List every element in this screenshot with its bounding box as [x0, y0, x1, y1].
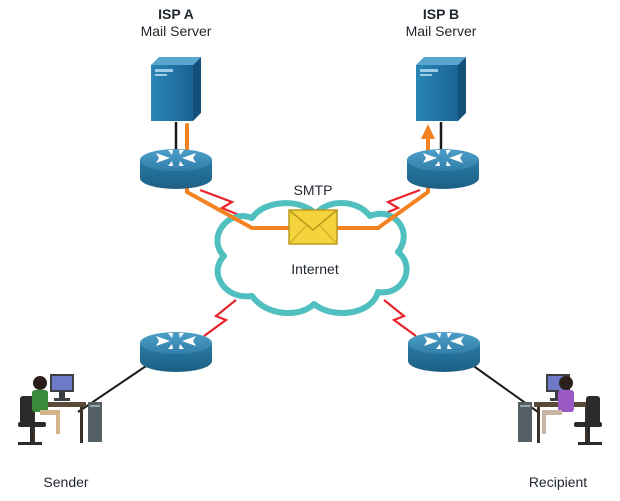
- sender-label: Sender: [43, 474, 89, 490]
- envelope-icon: [288, 209, 338, 245]
- isp-b-mail-server: [416, 57, 466, 121]
- recipient-workstation-icon: [518, 374, 602, 445]
- router-recipient: [408, 332, 480, 372]
- serial-link-bottom-left: [203, 299, 237, 337]
- mail-path-arrowhead: [421, 124, 435, 139]
- router-isp-b: [407, 149, 479, 189]
- isp-b-title: ISP B: [422, 6, 460, 22]
- recipient-label: Recipient: [528, 474, 588, 490]
- serial-link-bottom-right: [383, 299, 417, 337]
- router-isp-a: [140, 149, 212, 189]
- isp-b-subtitle: Mail Server: [405, 23, 477, 39]
- isp-a-title: ISP A: [158, 6, 194, 22]
- internet-cloud: [214, 200, 410, 317]
- isp-a-mail-server: [151, 57, 201, 121]
- router-sender: [140, 332, 212, 372]
- internet-label: Internet: [291, 261, 339, 277]
- smtp-label: SMTP: [293, 182, 333, 198]
- sender-workstation-icon: [18, 374, 102, 445]
- isp-a-subtitle: Mail Server: [140, 23, 212, 39]
